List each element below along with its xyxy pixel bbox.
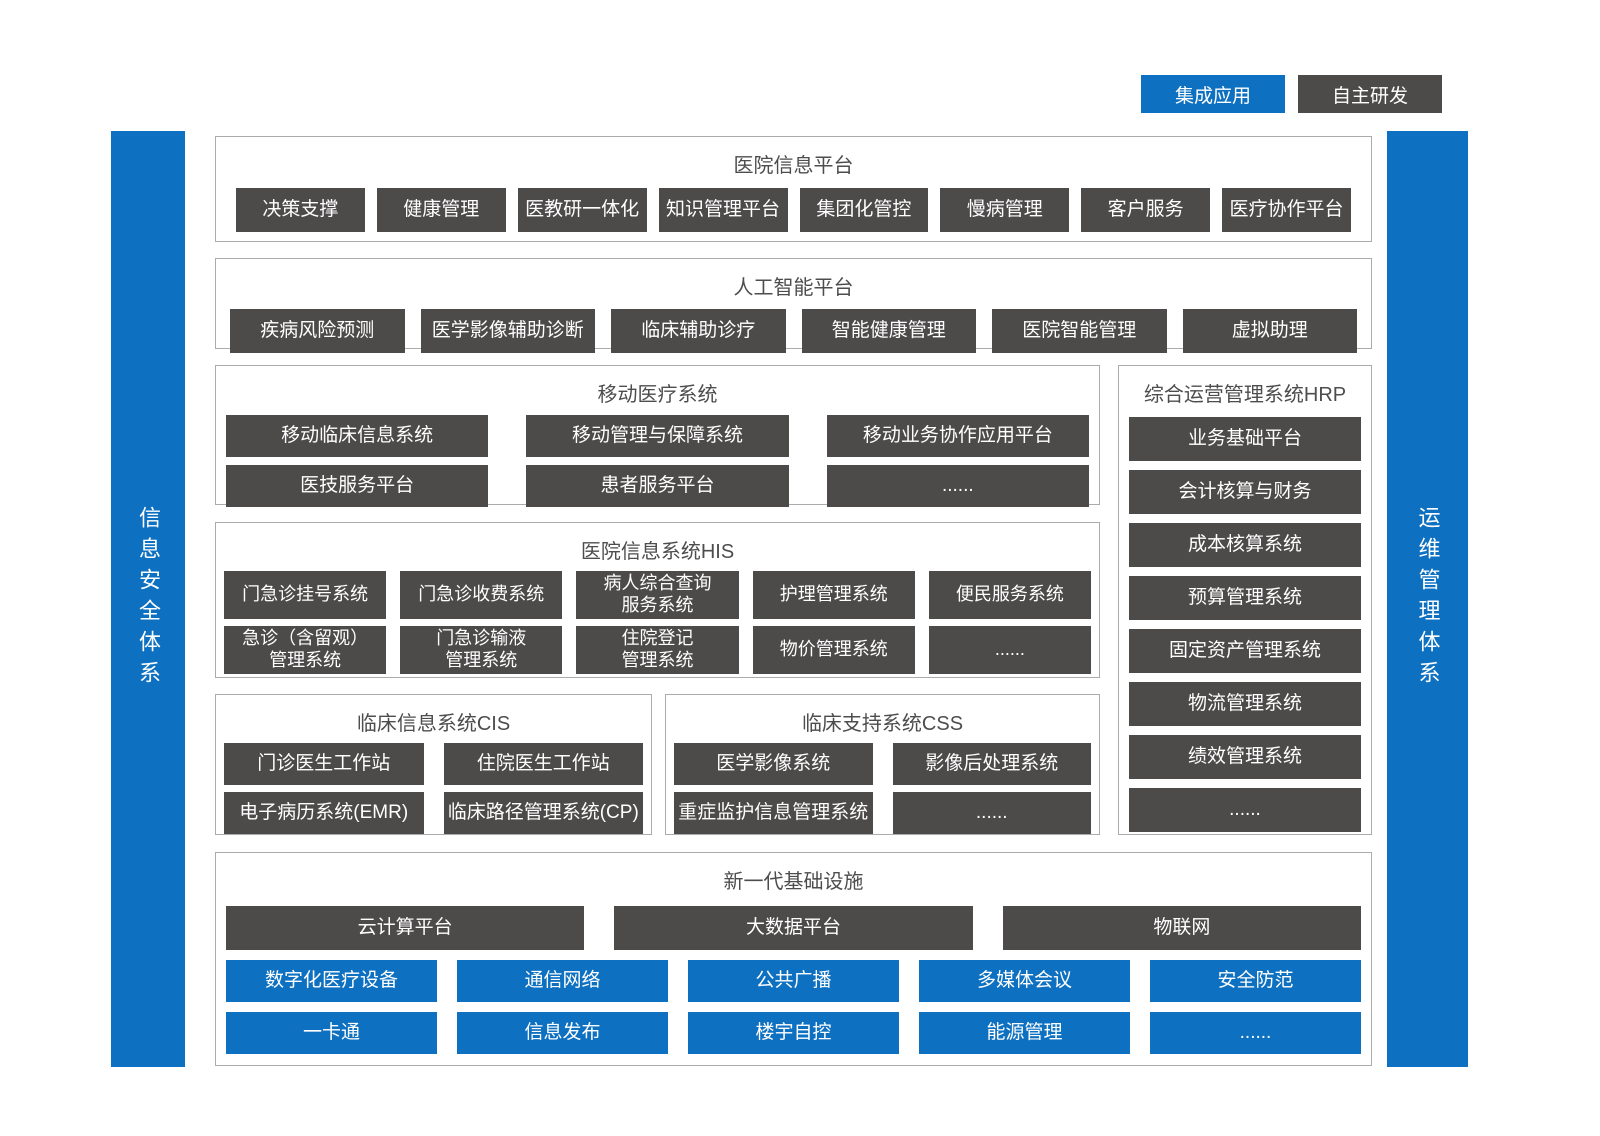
mobile-item: 移动临床信息系统 <box>226 415 489 457</box>
his-item: 门急诊挂号系统 <box>224 571 387 619</box>
platform-item: 健康管理 <box>376 188 506 232</box>
hrp-item: 预算管理系统 <box>1129 576 1361 620</box>
mobile-row-1: 移动临床信息系统 移动管理与保障系统 移动业务协作应用平台 <box>216 415 1099 457</box>
section-title: 移动医疗系统 <box>597 384 718 406</box>
section-title: 新一代基础设施 <box>723 871 864 893</box>
ai-item: 医学影像辅助诊断 <box>420 309 595 353</box>
cis-item: 门诊医生工作站 <box>224 743 424 785</box>
cis-item: 电子病历系统(EMR) <box>224 792 424 834</box>
css-item: 医学影像系统 <box>674 743 873 785</box>
legend: 集成应用 自主研发 <box>1140 75 1442 113</box>
his-row-2: 急诊（含留观） 管理系统 门急诊输液 管理系统 住院登记 管理系统 物价管理系统… <box>216 626 1099 674</box>
his-item: 门急诊收费系统 <box>400 571 563 619</box>
ai-item: 临床辅助诊疗 <box>611 309 786 353</box>
hrp-item: 固定资产管理系统 <box>1129 629 1361 673</box>
ai-items-row: 疾病风险预测 医学影像辅助诊断 临床辅助诊疗 智能健康管理 医院智能管理 虚拟助… <box>216 309 1371 353</box>
his-item: 门急诊输液 管理系统 <box>400 626 563 674</box>
cis-row-2: 电子病历系统(EMR) 临床路径管理系统(CP) <box>216 792 651 834</box>
hrp-item: 物流管理系统 <box>1129 682 1361 726</box>
section-his: 医院信息系统HIS 门急诊挂号系统 门急诊收费系统 病人综合查询 服务系统 护理… <box>215 522 1100 678</box>
infra-blue-item: 数字化医疗设备 <box>226 960 437 1002</box>
info-security-bar-label: 信息安全体系 <box>136 506 161 692</box>
hrp-item: 绩效管理系统 <box>1129 735 1361 779</box>
infra-blue-item: 安全防范 <box>1150 960 1361 1002</box>
infra-blue-row-2: 一卡通 信息发布 楼宇自控 能源管理 ...... <box>216 1012 1371 1054</box>
mobile-item-ellipsis: ...... <box>826 465 1089 507</box>
his-item: 急诊（含留观） 管理系统 <box>224 626 387 674</box>
section-ai-platform: 人工智能平台 疾病风险预测 医学影像辅助诊断 临床辅助诊疗 智能健康管理 医院智… <box>215 258 1372 353</box>
section-title: 医院信息系统HIS <box>580 541 735 563</box>
hrp-item-ellipsis: ...... <box>1129 788 1361 832</box>
infra-blue-item: 公共广播 <box>688 960 899 1002</box>
cis-row-1: 门诊医生工作站 住院医生工作站 <box>216 743 651 785</box>
css-item: 影像后处理系统 <box>892 743 1091 785</box>
platform-item: 医教研一体化 <box>517 188 647 232</box>
section-hrp: 综合运营管理系统HRP 业务基础平台 会计核算与财务 成本核算系统 预算管理系统… <box>1118 365 1372 835</box>
ops-management-bar-label: 运维管理体系 <box>1415 506 1441 692</box>
section-title: 人工智能平台 <box>733 277 854 299</box>
platform-item: 知识管理平台 <box>658 188 788 232</box>
mobile-item: 移动业务协作应用平台 <box>826 415 1089 457</box>
infra-blue-item: 多媒体会议 <box>919 960 1130 1002</box>
his-item: 住院登记 管理系统 <box>576 626 739 674</box>
section-title: 临床支持系统CSS <box>801 713 964 735</box>
his-item: 物价管理系统 <box>752 626 915 674</box>
hrp-item: 会计核算与财务 <box>1129 470 1361 514</box>
ai-item: 医院智能管理 <box>992 309 1167 353</box>
platform-item: 医疗协作平台 <box>1222 188 1351 232</box>
cis-item: 住院医生工作站 <box>443 743 643 785</box>
info-security-bar: 信息安全体系 <box>111 131 185 1067</box>
his-item: 便民服务系统 <box>928 571 1092 619</box>
platform-item: 集团化管控 <box>799 188 929 232</box>
cis-item: 临床路径管理系统(CP) <box>443 792 643 834</box>
section-title: 综合运营管理系统HRP <box>1143 384 1347 406</box>
his-row-1: 门急诊挂号系统 门急诊收费系统 病人综合查询 服务系统 护理管理系统 便民服务系… <box>216 571 1099 619</box>
hrp-items-column: 业务基础平台 会计核算与财务 成本核算系统 预算管理系统 固定资产管理系统 物流… <box>1119 417 1371 832</box>
infra-blue-row-1: 数字化医疗设备 通信网络 公共广播 多媒体会议 安全防范 <box>216 960 1371 1002</box>
section-mobile-medical: 移动医疗系统 移动临床信息系统 移动管理与保障系统 移动业务协作应用平台 医技服… <box>215 365 1100 507</box>
section-title: 医院信息平台 <box>733 155 854 177</box>
infra-blue-item: 能源管理 <box>919 1012 1130 1054</box>
section-cis: 临床信息系统CIS 门诊医生工作站 住院医生工作站 电子病历系统(EMR) 临床… <box>215 694 652 835</box>
infra-blue-item: 信息发布 <box>457 1012 668 1054</box>
infra-blue-item: 通信网络 <box>457 960 668 1002</box>
infra-item: 物联网 <box>1002 906 1361 950</box>
css-item: 重症监护信息管理系统 <box>674 792 873 834</box>
platform-item: 决策支撑 <box>236 188 365 232</box>
section-hospital-info-platform: 医院信息平台 决策支撑 健康管理 医教研一体化 知识管理平台 集团化管控 慢病管… <box>215 136 1372 242</box>
infra-blue-item-ellipsis: ...... <box>1150 1012 1361 1054</box>
legend-integrated-application: 集成应用 <box>1140 75 1285 113</box>
section-css: 临床支持系统CSS 医学影像系统 影像后处理系统 重症监护信息管理系统 ....… <box>665 694 1100 835</box>
section-infrastructure: 新一代基础设施 云计算平台 大数据平台 物联网 数字化医疗设备 通信网络 公共广… <box>215 852 1372 1066</box>
his-item: 病人综合查询 服务系统 <box>576 571 739 619</box>
legend-self-developed: 自主研发 <box>1297 75 1442 113</box>
css-row-1: 医学影像系统 影像后处理系统 <box>666 743 1099 785</box>
mobile-item: 移动管理与保障系统 <box>526 415 789 457</box>
infra-item: 云计算平台 <box>226 906 585 950</box>
hrp-item: 成本核算系统 <box>1129 523 1361 567</box>
ai-item: 虚拟助理 <box>1182 309 1357 353</box>
infra-blue-item: 楼宇自控 <box>688 1012 899 1054</box>
mobile-row-2: 医技服务平台 患者服务平台 ...... <box>216 465 1099 507</box>
infra-dark-row: 云计算平台 大数据平台 物联网 <box>216 906 1371 950</box>
infra-blue-item: 一卡通 <box>226 1012 437 1054</box>
platform-items-row: 决策支撑 健康管理 医教研一体化 知识管理平台 集团化管控 慢病管理 客户服务 … <box>216 188 1371 232</box>
css-row-2: 重症监护信息管理系统 ...... <box>666 792 1099 834</box>
section-title: 临床信息系统CIS <box>356 713 511 735</box>
platform-item: 慢病管理 <box>940 188 1070 232</box>
mobile-item: 患者服务平台 <box>526 465 789 507</box>
css-item-ellipsis: ...... <box>892 792 1091 834</box>
mobile-item: 医技服务平台 <box>226 465 489 507</box>
infra-item: 大数据平台 <box>614 906 973 950</box>
his-item-ellipsis: ...... <box>928 626 1092 674</box>
ai-item: 疾病风险预测 <box>230 309 405 353</box>
hrp-item: 业务基础平台 <box>1129 417 1361 461</box>
ai-item: 智能健康管理 <box>801 309 976 353</box>
platform-item: 客户服务 <box>1081 188 1211 232</box>
ops-management-bar: 运维管理体系 <box>1387 131 1468 1067</box>
his-item: 护理管理系统 <box>752 571 915 619</box>
